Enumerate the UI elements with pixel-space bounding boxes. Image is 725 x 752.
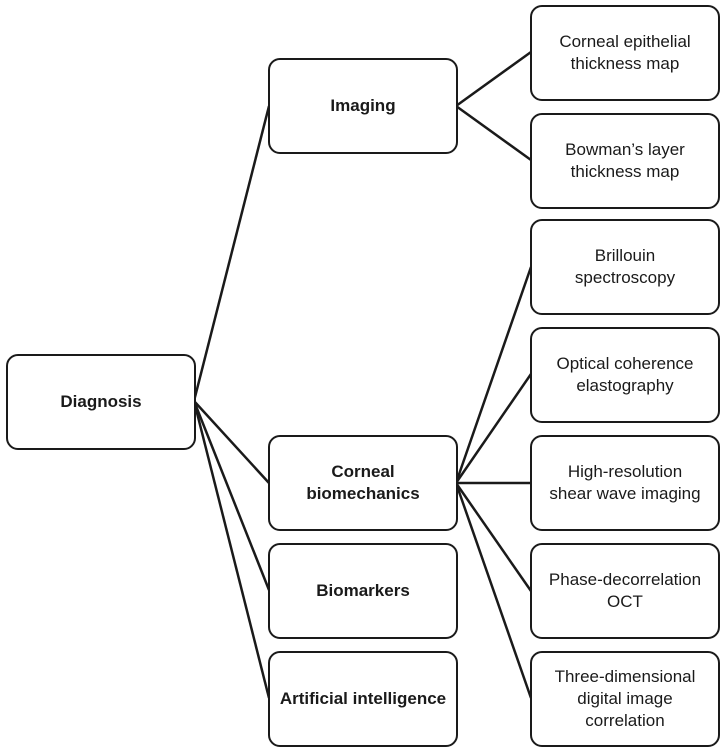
connector-biomechanics-phase-decorrelation	[454, 482, 533, 592]
node-label: Phase-decorrelation OCT	[548, 570, 702, 611]
node-three-dimensional-digital-image-correlation: Three-dimensional digital image correlat…	[530, 651, 720, 747]
node-bowmans-layer-thickness-map: Bowman’s layer thickness map	[530, 113, 720, 209]
node-phase-decorrelation-oct: Phase-decorrelation OCT	[530, 543, 720, 639]
node-imaging: Imaging	[268, 58, 458, 154]
node-label: Corneal biomechanics	[306, 462, 420, 503]
connector-biomechanics-brillouin	[454, 266, 533, 484]
node-artificial-intelligence: Artificial intelligence	[268, 651, 458, 747]
node-brillouin-spectroscopy: Brillouin spectroscopy	[530, 219, 720, 315]
connector-biomechanics-optical-coherence	[454, 373, 533, 484]
node-label: Biomarkers	[316, 581, 410, 601]
node-high-resolution-shear-wave-imaging: High-resolution shear wave imaging	[530, 435, 720, 531]
node-label: Optical coherence elastography	[556, 354, 694, 395]
node-corneal-epithelial-thickness-map: Corneal epithelial thickness map	[530, 5, 720, 101]
connector-diagnosis-corneal-biomechanics	[193, 400, 270, 484]
node-label: Imaging	[330, 96, 396, 116]
node-corneal-biomechanics: Corneal biomechanics	[268, 435, 458, 531]
connector-biomechanics-three-dimensional	[454, 482, 533, 699]
node-diagnosis: Diagnosis	[6, 354, 196, 450]
node-label: Three-dimensional digital image correlat…	[554, 667, 696, 730]
node-optical-coherence-elastography: Optical coherence elastography	[530, 327, 720, 423]
node-label: High-resolution shear wave imaging	[549, 462, 701, 503]
node-label: Corneal epithelial thickness map	[559, 32, 691, 73]
node-label: Brillouin spectroscopy	[574, 246, 676, 287]
connector-diagnosis-artificial-intelligence	[192, 400, 271, 699]
node-label: Diagnosis	[60, 392, 142, 412]
connector-diagnosis-imaging	[192, 105, 271, 402]
connector-imaging-corneal-epithelial	[455, 50, 532, 108]
connector-diagnosis-biomarkers	[192, 400, 271, 591]
node-label: Artificial intelligence	[279, 689, 447, 709]
connector-imaging-bowmans-layer	[455, 104, 532, 162]
node-label: Bowman’s layer thickness map	[565, 140, 685, 181]
node-biomarkers: Biomarkers	[268, 543, 458, 639]
